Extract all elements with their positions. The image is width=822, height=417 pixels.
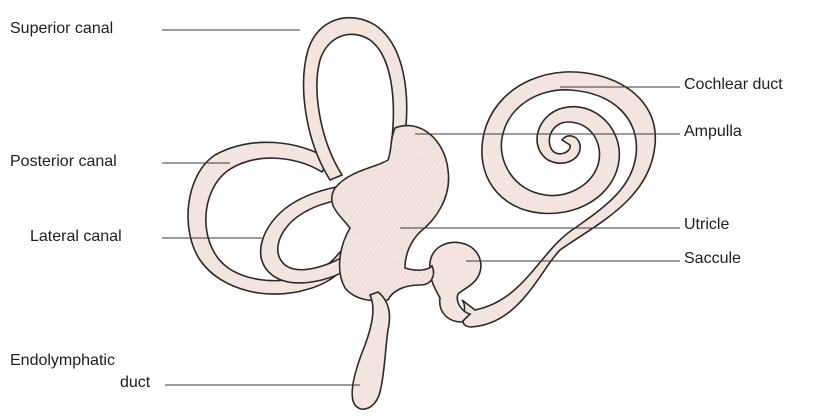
label-lateral-canal: Lateral canal	[30, 228, 122, 246]
label-posterior-canal: Posterior canal	[10, 153, 117, 171]
utricle-body-shape	[332, 126, 449, 301]
label-endolymphatic-line2: duct	[120, 374, 150, 392]
label-ampulla: Ampulla	[684, 123, 742, 141]
label-superior-canal: Superior canal	[10, 20, 113, 38]
label-cochlear-duct: Cochlear duct	[684, 76, 783, 94]
endolymphatic-duct-shape	[352, 292, 389, 409]
label-utricle: Utricle	[684, 216, 729, 234]
label-endolymphatic-line1: Endolymphatic	[10, 352, 115, 370]
label-saccule: Saccule	[684, 250, 741, 268]
cochlear-duct-shape	[462, 72, 655, 327]
